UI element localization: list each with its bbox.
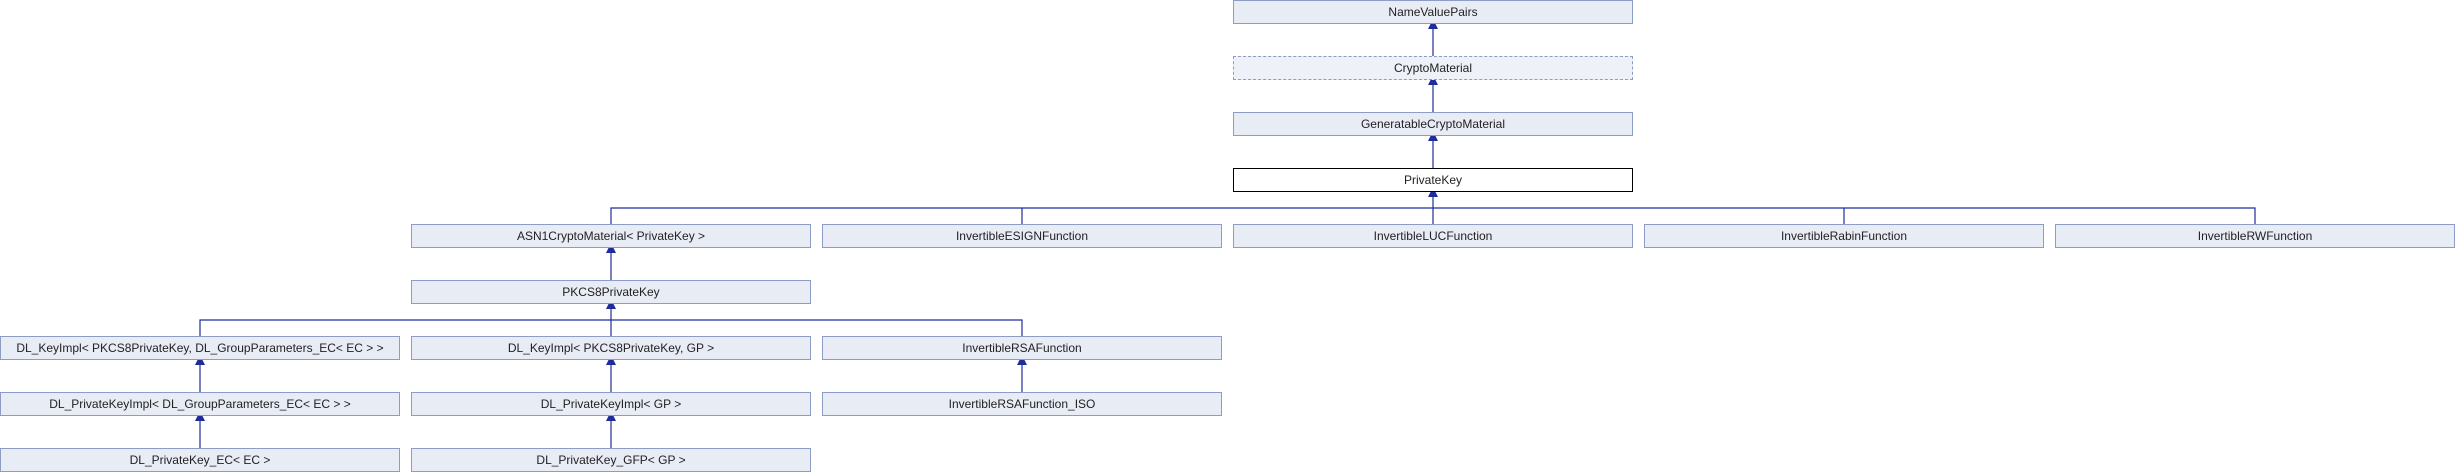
node-dl-privatekey-gfp[interactable]: DL_PrivateKey_GFP< GP > bbox=[411, 448, 811, 472]
node-asn1-crypto-material[interactable]: ASN1CryptoMaterial< PrivateKey > bbox=[411, 224, 811, 248]
node-name-value-pairs[interactable]: NameValuePairs bbox=[1233, 0, 1633, 24]
node-dl-keyimpl-ec[interactable]: DL_KeyImpl< PKCS8PrivateKey, DL_GroupPar… bbox=[0, 336, 400, 360]
node-invertible-luc-function[interactable]: InvertibleLUCFunction bbox=[1233, 224, 1633, 248]
node-invertible-rw-function[interactable]: InvertibleRWFunction bbox=[2055, 224, 2455, 248]
node-pkcs8-private-key[interactable]: PKCS8PrivateKey bbox=[411, 280, 811, 304]
node-generatable-crypto-material[interactable]: GeneratableCryptoMaterial bbox=[1233, 112, 1633, 136]
node-invertible-rsa-function-iso[interactable]: InvertibleRSAFunction_ISO bbox=[822, 392, 1222, 416]
node-dl-privatekeyimpl-gp[interactable]: DL_PrivateKeyImpl< GP > bbox=[411, 392, 811, 416]
node-invertible-rsa-function[interactable]: InvertibleRSAFunction bbox=[822, 336, 1222, 360]
node-dl-privatekeyimpl-ec[interactable]: DL_PrivateKeyImpl< DL_GroupParameters_EC… bbox=[0, 392, 400, 416]
node-invertible-esign-function[interactable]: InvertibleESIGNFunction bbox=[822, 224, 1222, 248]
node-crypto-material[interactable]: CryptoMaterial bbox=[1233, 56, 1633, 80]
node-dl-keyimpl-gp[interactable]: DL_KeyImpl< PKCS8PrivateKey, GP > bbox=[411, 336, 811, 360]
node-invertible-rabin-function[interactable]: InvertibleRabinFunction bbox=[1644, 224, 2044, 248]
node-dl-privatekey-ec[interactable]: DL_PrivateKey_EC< EC > bbox=[0, 448, 400, 472]
node-private-key-current: PrivateKey bbox=[1233, 168, 1633, 192]
